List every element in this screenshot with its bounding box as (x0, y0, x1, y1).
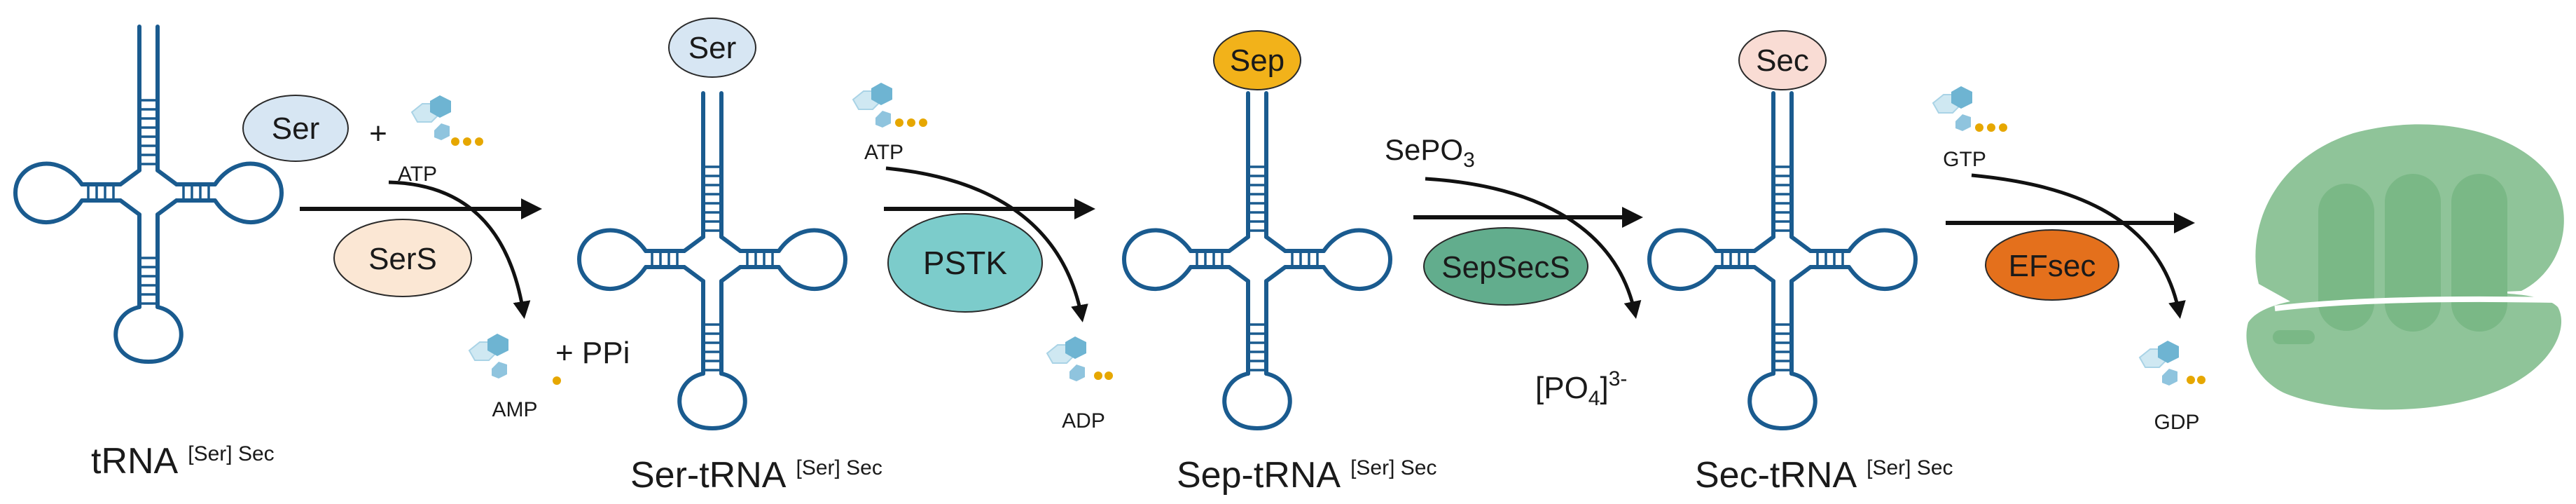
ser-cap: Ser (668, 18, 756, 78)
svg-text:Ser: Ser (688, 31, 736, 65)
svg-text:SerS: SerS (368, 242, 437, 276)
pstk-enzyme (887, 213, 1043, 313)
svg-text:[PO4]3-: [PO4]3- (1535, 367, 1627, 410)
ser-substrate (242, 95, 349, 162)
svg-text:Sep: Sep (1230, 43, 1284, 78)
svg-text:SepSecS: SepSecS (1441, 250, 1570, 285)
step-1-sers: Ser + ATP SerS AMP + PPi (242, 95, 630, 421)
svg-text:AMP: AMP (492, 398, 537, 421)
nucleotide-icon (411, 95, 452, 141)
svg-text:+ PPi: + PPi (555, 336, 630, 370)
sec-cap: Sec (1738, 30, 1827, 90)
nucleotide-icon (1046, 336, 1087, 382)
trna-cloverleaf-icon (1124, 93, 1390, 428)
byproduct-arrow (885, 166, 1088, 322)
nucleotide-icon (469, 333, 509, 379)
step-3-sepsecs: SePO3 SepSecS [PO4]3- (1385, 133, 1643, 410)
nucleotide-icon (2139, 340, 2180, 386)
svg-text:PSTK: PSTK (923, 245, 1007, 281)
trna-cloverleaf-icon (15, 27, 282, 362)
step-4-efsec: GTP EFsec GDP (1932, 86, 2205, 434)
byproduct-arrow (1425, 177, 1642, 319)
svg-text:Ser: Ser (272, 111, 319, 146)
byproduct-arrow (1971, 173, 2186, 319)
nucleotide-icon (852, 82, 893, 128)
svg-text:ADP: ADP (1062, 409, 1105, 433)
sep-trna-label: Sep-tRNA[Ser] Sec (1177, 455, 1436, 496)
trna-cloverleaf-icon (579, 93, 845, 428)
sers-enzyme (333, 219, 472, 297)
step-2-pstk: ATP PSTK ADP (852, 82, 1113, 433)
sep-cap: Sep (1213, 30, 1301, 90)
nucleotide-icon (1932, 86, 1973, 132)
efsec-enzyme (1985, 229, 2119, 301)
byproduct-arrow (388, 180, 531, 319)
trna-label: tRNA[Ser] Sec (91, 441, 275, 482)
sec-trna-label: Sec-tRNA[Ser] Sec (1695, 455, 1953, 496)
svg-text:Sec: Sec (1756, 43, 1809, 78)
svg-text:+: + (369, 116, 387, 151)
svg-text:SePO3: SePO3 (1385, 133, 1475, 172)
svg-text:GTP: GTP (1943, 148, 1986, 171)
sepsecs-enzyme (1423, 227, 1588, 306)
ribosome-icon (2246, 124, 2564, 410)
svg-text:EFsec: EFsec (2009, 249, 2096, 283)
svg-text:ATP: ATP (864, 141, 903, 164)
trna-cloverleaf-icon (1649, 93, 1916, 428)
svg-text:GDP: GDP (2154, 411, 2199, 434)
ser-trna-label: Ser-tRNA[Ser] Sec (630, 455, 882, 496)
